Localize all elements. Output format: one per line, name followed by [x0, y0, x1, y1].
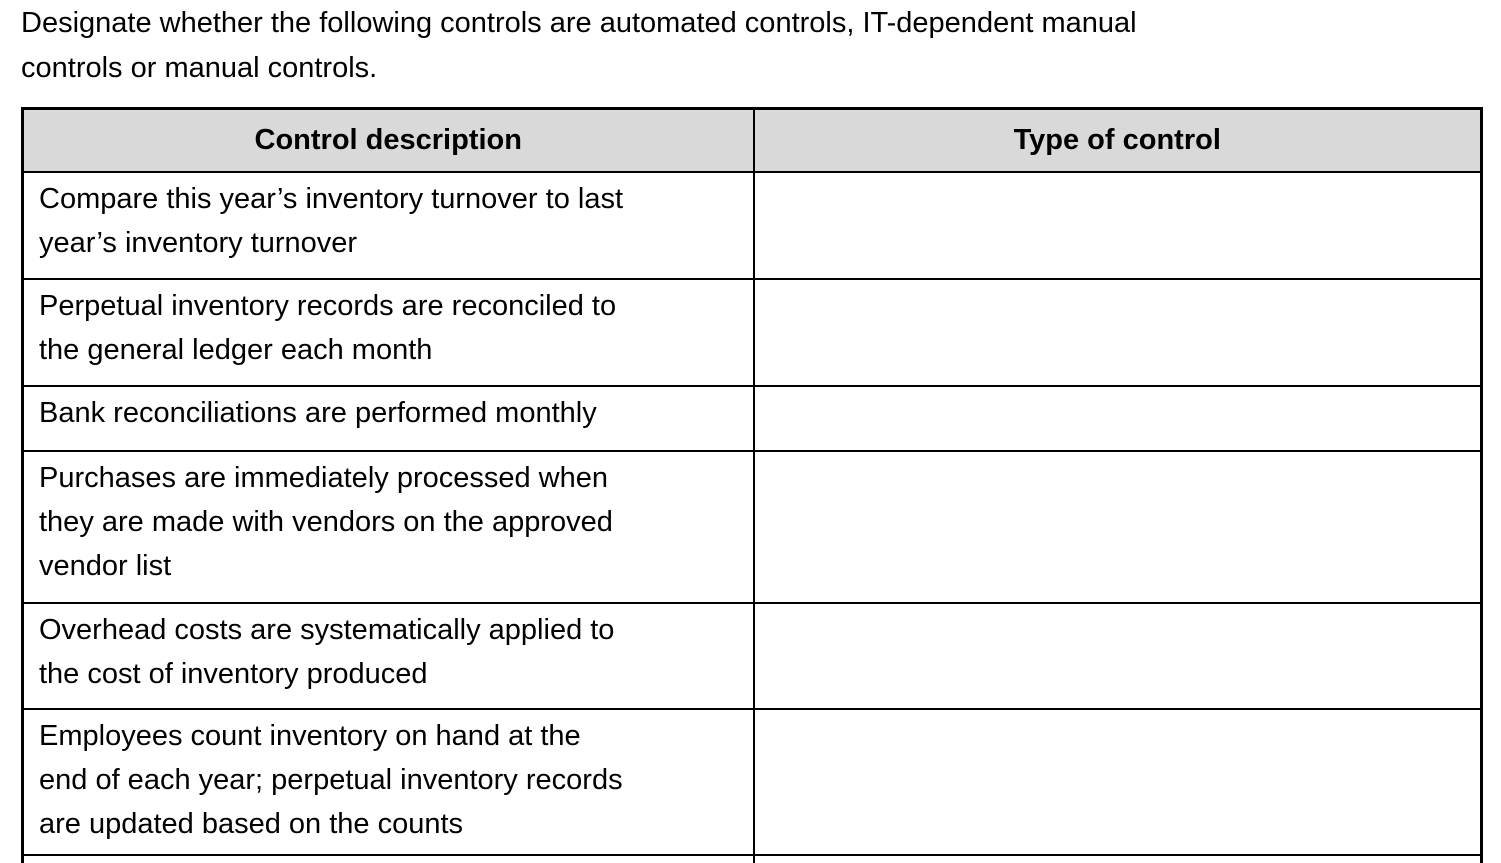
type-of-control-answer-cell[interactable]: [752, 277, 1483, 387]
column-header-type-of-control: Type of control: [752, 107, 1483, 173]
control-description-cell: [21, 853, 755, 863]
type-of-control-answer-cell[interactable]: [752, 449, 1483, 604]
table-row: Bank reconciliations are performed month…: [21, 384, 1483, 452]
control-description-cell: Bank reconciliations are performed month…: [21, 384, 755, 452]
control-description-cell: Compare this year’s inventory turnover t…: [21, 170, 755, 280]
table-header-row: Control description Type of control: [21, 107, 1483, 173]
control-description-cell: Overhead costs are systematically applie…: [21, 601, 755, 710]
type-of-control-answer-cell[interactable]: [752, 853, 1483, 863]
type-of-control-answer-cell[interactable]: [752, 170, 1483, 280]
table-row: Employees count inventory on hand at the…: [21, 707, 1483, 856]
table-row-partial: [21, 853, 1483, 863]
controls-table: Control description Type of control Comp…: [21, 107, 1483, 863]
table-row: Overhead costs are systematically applie…: [21, 601, 1483, 710]
control-description-cell: Purchases are immediately processed when…: [21, 449, 755, 604]
instructions-text: Designate whether the following controls…: [21, 7, 1137, 84]
type-of-control-answer-cell[interactable]: [752, 601, 1483, 710]
type-of-control-answer-cell[interactable]: [752, 707, 1483, 856]
table-row: Compare this year’s inventory turnover t…: [21, 170, 1483, 280]
column-header-control-description: Control description: [21, 107, 755, 173]
control-description-cell: Perpetual inventory records are reconcil…: [21, 277, 755, 387]
table-row: Purchases are immediately processed when…: [21, 449, 1483, 604]
type-of-control-answer-cell[interactable]: [752, 384, 1483, 452]
control-description-cell: Employees count inventory on hand at the…: [21, 707, 755, 856]
table-row: Perpetual inventory records are reconcil…: [21, 277, 1483, 387]
